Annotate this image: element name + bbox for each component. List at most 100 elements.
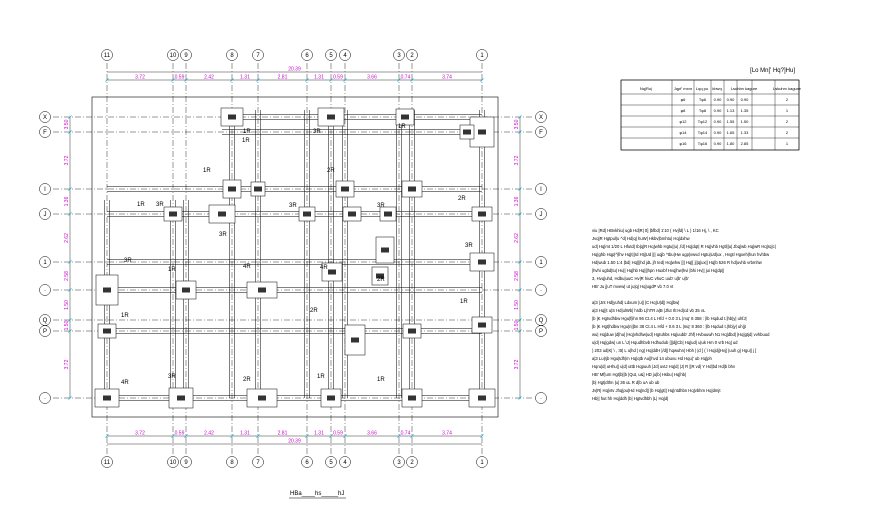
axis-bubble [252, 49, 264, 61]
dimension-tick [184, 78, 188, 82]
dimension-text: 3.72 [135, 431, 145, 437]
footing-label: 1R [121, 313, 129, 319]
column-section [258, 395, 266, 401]
dimension-tick [518, 288, 522, 292]
axis-bubble [39, 284, 51, 296]
table-cell: φ16 [679, 141, 687, 146]
dimension-tick [518, 318, 522, 322]
dimension-text: 3.50 [64, 119, 70, 129]
column-section [478, 322, 486, 328]
column-section [408, 328, 416, 334]
dimension-tick [518, 187, 522, 191]
column-section [381, 247, 389, 253]
table-cell: 1 [786, 141, 789, 146]
footing-label: 2R [327, 168, 335, 174]
schedule-title: [Lo Mn[' Hq?]Hu] [750, 68, 795, 74]
footing-label: 4R [243, 264, 251, 270]
axis-bubble-label: · [44, 396, 46, 402]
note-line: |b |K Hgt|hdbw Hgu|n||bn 38 Ct.4 L Hfd +… [592, 324, 747, 329]
axis-bubble-label: · [540, 396, 542, 402]
axis-bubble-label: 1 [43, 260, 47, 266]
note-line: a|3 Lu|rjb Hgu|tdh|m Hq|qtb Au||hvd 14 u… [592, 356, 712, 361]
axis-bubble [339, 49, 351, 61]
table-cell: 1.65 [727, 130, 736, 135]
axis-bubble-label: 7 [256, 53, 260, 59]
dimension-text: 1.31 [314, 75, 324, 81]
dimension-text: 0.74 [401, 75, 411, 81]
table-cell: Tφ12 [698, 119, 708, 124]
axis-bubble [39, 256, 51, 268]
footing-label: 3R [219, 232, 227, 238]
dimension-text: 3.72 [514, 155, 520, 165]
dimension-tick [518, 115, 522, 119]
axis-bubble-label: · [540, 288, 542, 294]
table-cell: Tφ6 [699, 97, 707, 102]
footing-label: 3R [313, 129, 321, 135]
column-section [303, 211, 311, 217]
axis-bubble-label: 3 [397, 460, 401, 466]
dimension-tick [397, 78, 401, 82]
dimension-tick [68, 318, 72, 322]
column-section [478, 259, 486, 265]
table-cell: 0.90 [714, 141, 723, 146]
dimension-text: 1.50 [64, 320, 70, 330]
dimension-total: 20.39 [288, 67, 301, 73]
note-line: HB' Ju j|uT mvew| ut ju|q| Hq|ugdP vb 7.… [592, 284, 674, 289]
table-header: kbwq [712, 86, 721, 91]
axis-bubble-label: 6 [305, 460, 309, 466]
dimension-tick [518, 260, 522, 264]
footing-label: 3R [377, 203, 385, 209]
dimension-tick [105, 434, 109, 438]
axis-bubble [252, 456, 264, 468]
note-line: Hq|ghb Hqp|^|lhv Hq|t||rd Htj|Ud ||| uqj… [592, 252, 770, 257]
grid-lines [53, 63, 533, 454]
note-line: Hqru|d| uHhu|| u|d| uttb Hqpuuh |Jd| uvt… [592, 364, 736, 369]
dimension-text: 2.58 [64, 271, 70, 281]
axis-bubble [39, 183, 51, 195]
table-cell: 1.33 [741, 130, 750, 135]
axis-bubble-label: I [44, 187, 46, 193]
table-cell: φ6 [681, 97, 687, 102]
axis-bubble [535, 111, 547, 123]
general-notes: viu |Rd| HBvkhiu| ugb Hd|R| 0] |bfbd| 1'… [592, 228, 776, 401]
dimension-tick [410, 434, 414, 438]
axis-bubble-label: 9 [184, 460, 188, 466]
axis-bubble [476, 49, 488, 61]
footing-label: 1R [398, 124, 406, 130]
table-cell: 0.90 [714, 108, 723, 113]
table-cell: 2 [786, 119, 789, 124]
note-line: wu| Hq|duw |d|hu| |Hq|vhdhw|ud| Hgtuhbs … [592, 332, 770, 337]
foundation-beams [91, 96, 499, 418]
footing-label: 1R [317, 374, 325, 380]
note-line: |b| Hgt|dthn |u| 36 uL R d|b uA ub ub [592, 380, 660, 385]
axis-bubble [39, 126, 51, 138]
axis-bubble [39, 208, 51, 220]
dimension-tick [518, 396, 522, 400]
axis-bubble-label: 1 [480, 460, 484, 466]
footing-label: 1R [203, 168, 211, 174]
footing-label: 2R [377, 277, 385, 283]
dimension-tick [68, 329, 72, 333]
dimension-text: 1.31 [240, 75, 250, 81]
column-section [348, 211, 356, 217]
table-cell: 0.90 [714, 130, 723, 135]
note-line: Jvq|R Hgtpul|u ^d| Hd|q| huW| Hkbv|bmhtu… [592, 236, 691, 241]
axis-bubble-label: Q [43, 318, 48, 324]
footings [94, 107, 496, 409]
column-section [218, 211, 226, 217]
dimension-text: 3.50 [514, 119, 520, 129]
axis-bubble [226, 49, 238, 61]
note-line: ) 203 ud|K| \ , :B| L u|hd | ng| Hq|ddH … [592, 348, 757, 353]
axis-bubble-label: P [43, 329, 47, 335]
dimension-total: 20.39 [288, 439, 301, 445]
axis-bubble-label: 9 [184, 53, 188, 59]
dimension-text: 3.66 [367, 75, 377, 81]
dimension-tick [68, 288, 72, 292]
axis-bubble [301, 456, 313, 468]
dimension-tick [518, 212, 522, 216]
column-section [103, 395, 111, 401]
dimension-tick [68, 115, 72, 119]
note-line: |b |K Hgtvdhbw Hgu|f|ihn 96 Ct.4 L Hfd +… [592, 316, 747, 321]
note-line: viu |Rd| HBvkhiu| ugb Hd|R| 0] |bfbd| 1'… [592, 228, 719, 233]
